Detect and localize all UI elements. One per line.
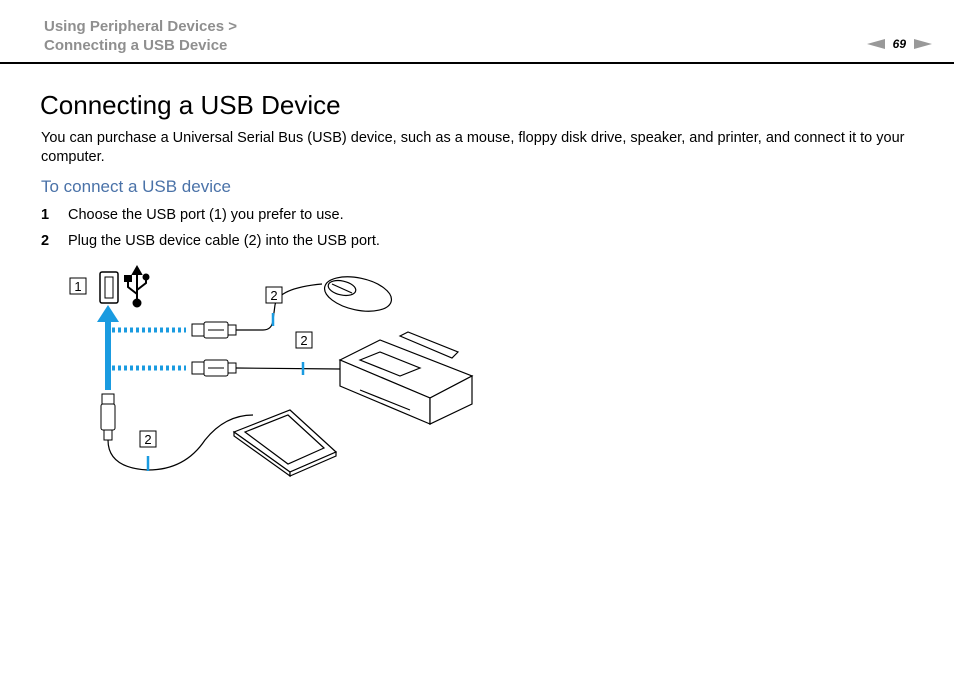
- breadcrumb-section[interactable]: Using Peripheral Devices >: [44, 18, 238, 35]
- callout-label: 1: [74, 279, 81, 294]
- intro-paragraph: You can purchase a Universal Serial Bus …: [41, 130, 905, 165]
- page-number: 69: [892, 37, 906, 51]
- callout-port: 1: [69, 277, 87, 295]
- step-item: 1 Choose the USB port (1) you prefer to …: [41, 206, 380, 225]
- callout-cable-floppy: 2: [139, 430, 157, 448]
- usb-plug-icon: [191, 321, 237, 339]
- step-list: 1 Choose the USB port (1) you prefer to …: [41, 206, 380, 258]
- callout-cable-mouse: 2: [265, 286, 283, 304]
- callout-label: 2: [300, 333, 307, 348]
- breadcrumb: Using Peripheral Devices > Connecting a …: [44, 17, 237, 55]
- page-title: Connecting a USB Device: [40, 90, 341, 120]
- step-text: Choose the USB port (1) you prefer to us…: [68, 207, 344, 223]
- step-text: Plug the USB device cable (2) into the U…: [68, 233, 380, 249]
- usb-port-icon: [99, 271, 119, 304]
- insert-direction-arrow: [105, 318, 111, 390]
- printer-cable: [235, 367, 341, 370]
- floppy-cable: [107, 414, 254, 471]
- callout-cable-printer: 2: [295, 331, 313, 349]
- usb-symbol-icon: [124, 264, 150, 308]
- usb-plug-icon: [191, 359, 237, 377]
- previous-page-arrow-icon[interactable]: [866, 39, 885, 49]
- usb-connection-illustration: 1: [69, 264, 474, 478]
- mouse-icon: [323, 276, 393, 312]
- printer-icon: [338, 331, 474, 425]
- next-page-arrow-icon[interactable]: [914, 39, 932, 49]
- pager: 69: [866, 37, 932, 51]
- callout-label: 2: [270, 288, 277, 303]
- usb-plug-icon: [100, 393, 116, 441]
- callout-label: 2: [144, 432, 151, 447]
- procedure-title: To connect a USB device: [41, 177, 231, 196]
- arrow-head-icon: [97, 305, 119, 322]
- floppy-drive-icon: [232, 409, 338, 478]
- step-item: 2 Plug the USB device cable (2) into the…: [41, 232, 380, 251]
- header-divider: [0, 62, 954, 64]
- breadcrumb-page[interactable]: Connecting a USB Device: [44, 37, 228, 54]
- step-number: 2: [41, 233, 50, 249]
- step-number: 1: [41, 207, 50, 223]
